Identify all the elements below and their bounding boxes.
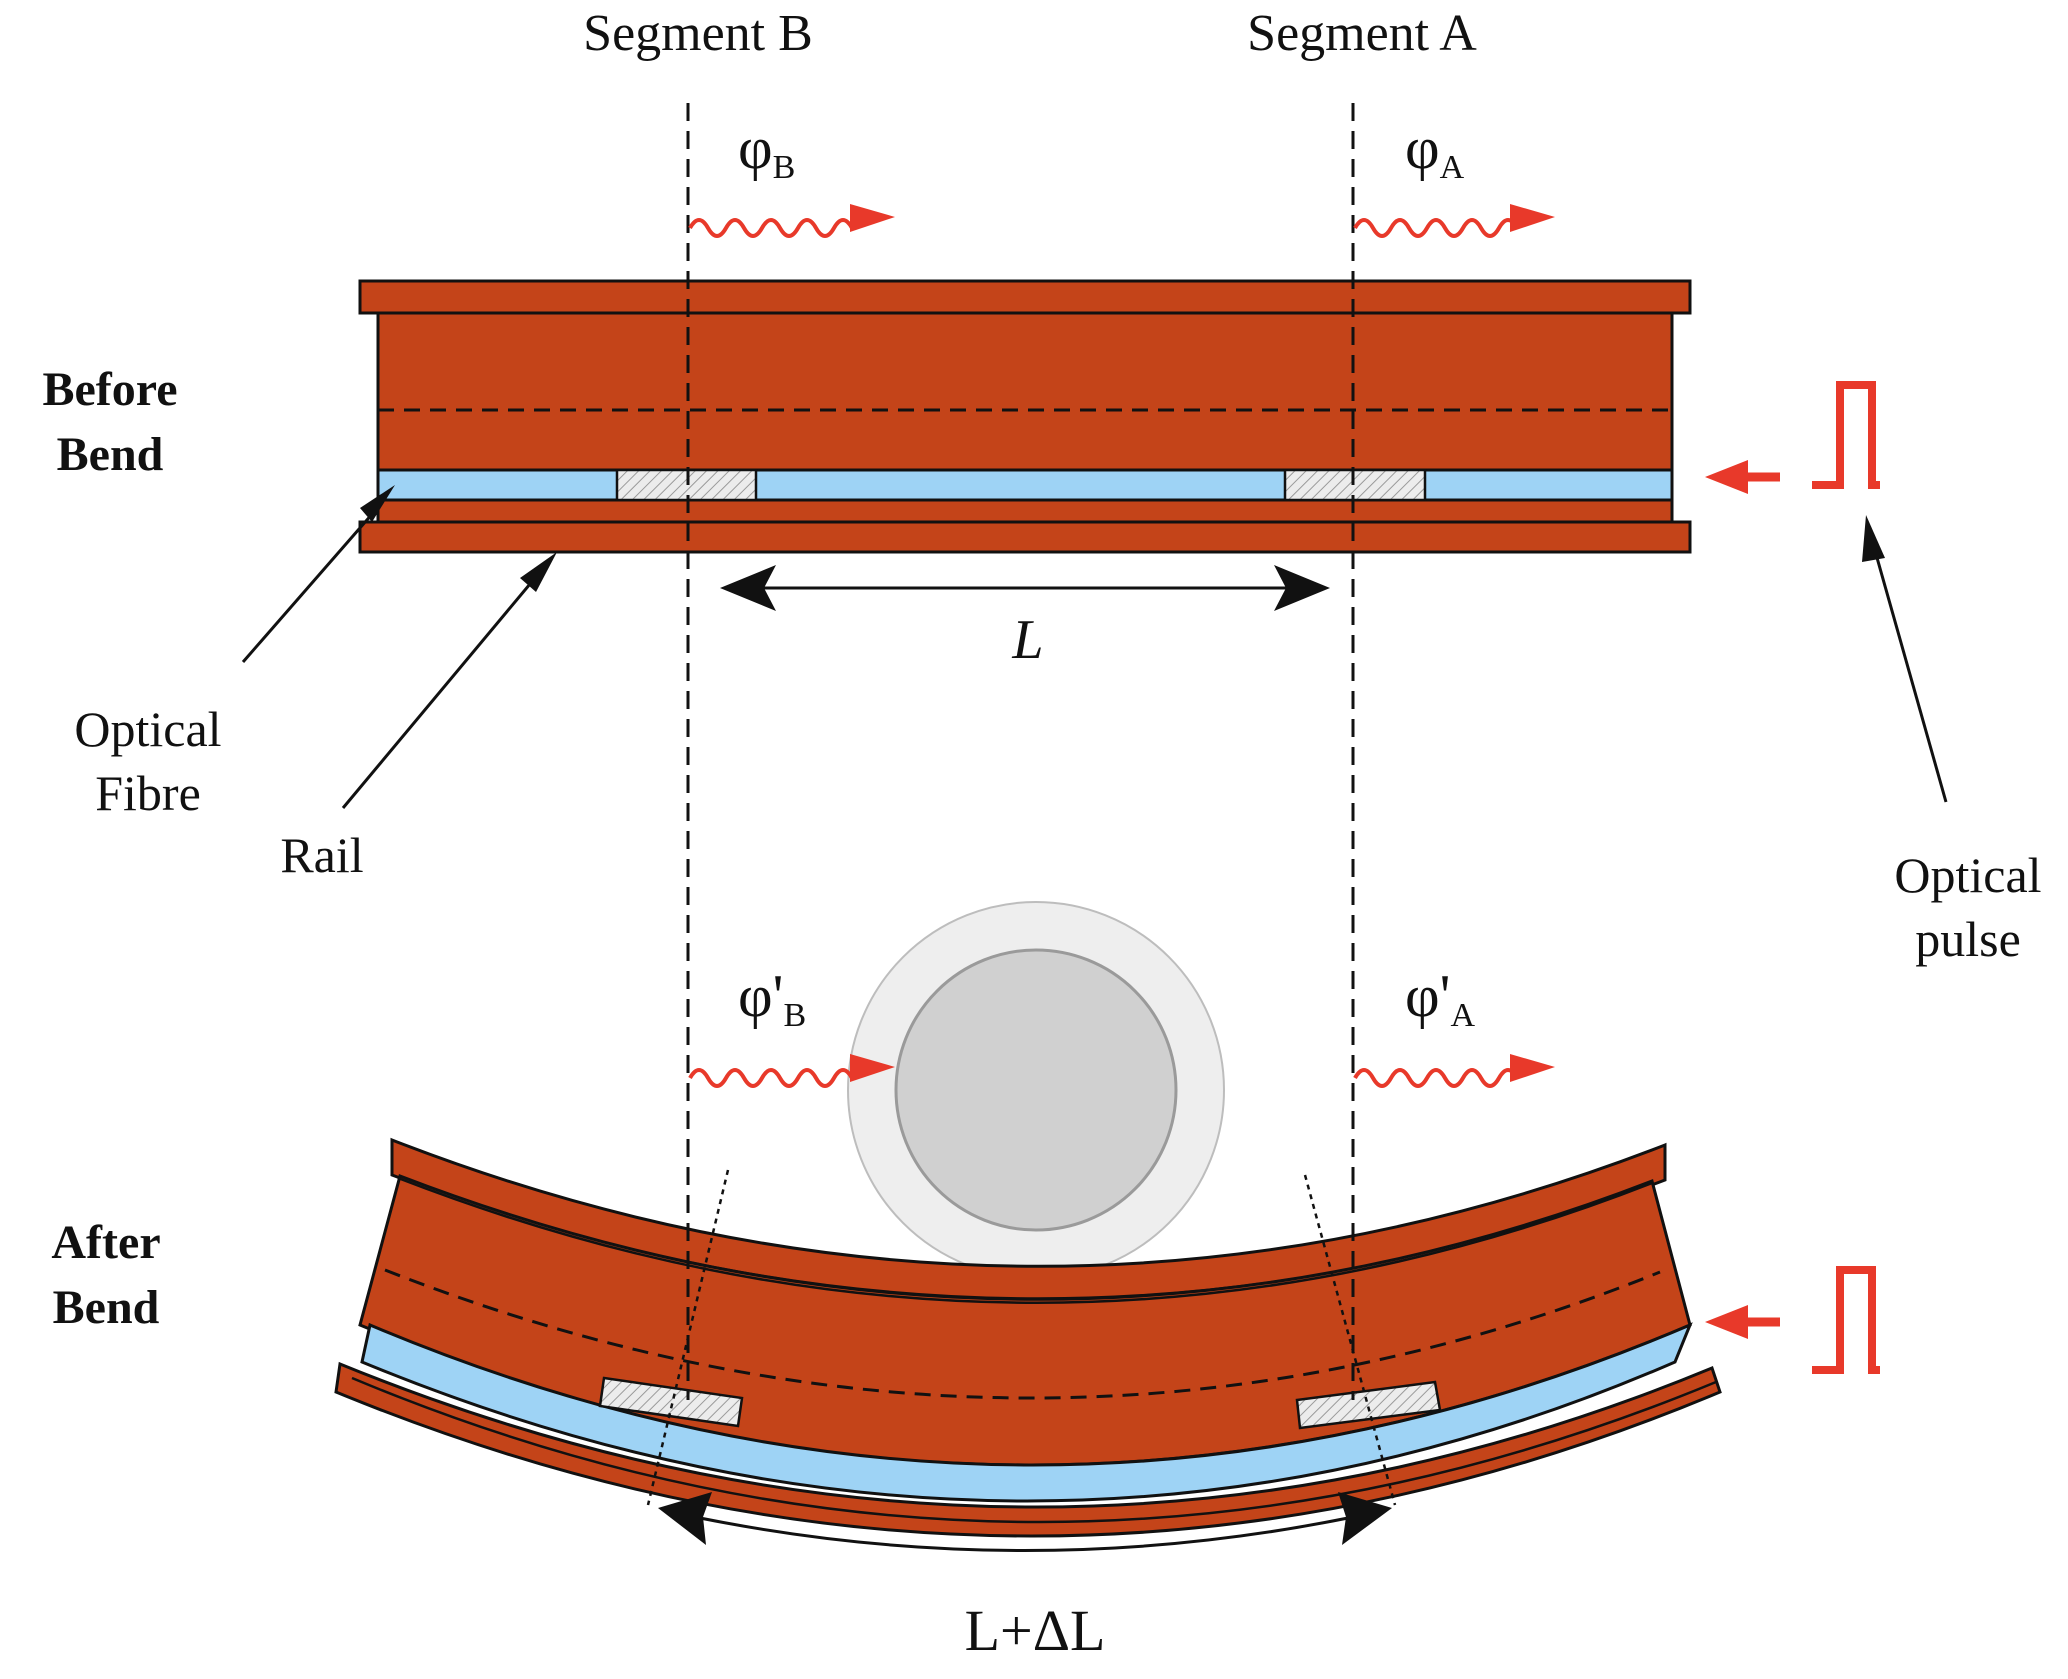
bent-rail-bottom-edge [351,1376,1717,1524]
length-arrow-L [720,565,1330,611]
bent-neutral-axis [384,1268,1661,1400]
bent-rail-inner-edge [397,1176,1653,1304]
wave-arrow-a-prime [1353,1054,1555,1088]
before-bend-line1: Before [42,363,177,416]
arrow-optical-fibre [241,485,395,663]
optical-pulse-label-line2: pulse [1915,911,2021,967]
bent-rail-bottom-flange [334,1361,1722,1538]
wave-arrow-b [688,204,895,238]
before-bend-line2: Bend [57,428,164,481]
bent-grating-segment-b [598,1376,744,1428]
phi-b-subscript: B [773,149,796,186]
rail-bottom-layer [376,498,1674,524]
phi-a-symbol: φ [1405,115,1440,181]
length-L-dL-label: L+ΔL [965,1598,1106,1663]
optical-fibre-label-line1: Optical [74,701,221,757]
after-bend-line1: After [51,1216,160,1269]
phi-b-prime-label: φ'B [738,963,806,1034]
rail-straight [358,279,1692,554]
wave-arrow-b-prime [688,1054,895,1088]
segment-b-label: Segment B [583,5,813,62]
phi-b-prime-subscript: B [783,997,806,1034]
pulse-bottom [1705,1266,1880,1374]
rail-label: Rail [280,827,363,883]
pulse-top [1705,381,1880,494]
phi-b-label: φB [738,115,795,186]
phi-a-prime-symbol: φ' [1405,963,1450,1029]
wheel-inner [894,948,1178,1232]
length-arrow-L-dL [658,1492,1392,1552]
section-line-a [1303,1174,1397,1506]
phi-a-subscript: A [1440,149,1465,186]
arrow-rail [341,552,557,809]
rail-top-flange [358,279,1692,315]
rail-bent [334,901,1722,1538]
optical-fibre-straight [376,468,1674,502]
phi-b-symbol: φ [738,115,773,181]
phi-a-label: φA [1405,115,1465,186]
after-bend-line2: Bend [53,1281,160,1334]
optical-pulse-label-line1: Optical [1894,847,2041,903]
segment-a-label: Segment A [1247,5,1477,62]
bent-grating-segment-a [1295,1380,1442,1430]
rail-bottom-flange [358,520,1692,554]
wave-arrow-a [1353,204,1555,238]
bent-optical-fibre [360,1322,1693,1503]
phi-a-prime-subscript: A [1450,997,1475,1034]
phi-b-prime-symbol: φ' [738,963,783,1029]
length-L-label: L [1011,609,1043,671]
grating-segment-a [1283,468,1427,502]
arrow-optical-pulse [1862,515,1948,803]
optical-fibre-label-line2: Fibre [95,765,201,821]
phi-a-prime-label: φ'A [1405,963,1475,1034]
